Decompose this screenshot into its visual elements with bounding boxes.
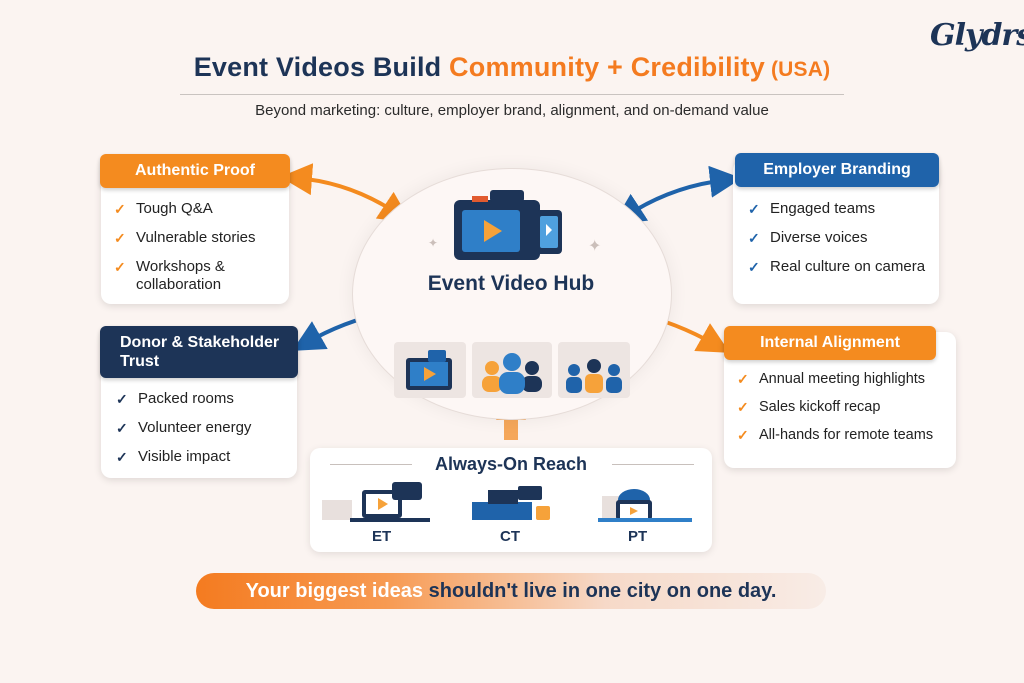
title-divider (180, 94, 844, 95)
check-icon: ✓ (116, 391, 128, 407)
sparkle-icon: ✦ (588, 238, 602, 255)
check-icon: ✓ (116, 449, 128, 465)
arrow-employer-hub (612, 165, 742, 225)
list-item: ✓Visible impact (116, 448, 231, 465)
tagline-banner (196, 573, 826, 609)
list-item: ✓Diverse voices (748, 229, 868, 246)
card-internal-alignment-title: Internal Alignment (724, 326, 936, 360)
card-authentic-proof-title: Authentic Proof (100, 154, 290, 188)
timezone-pt: PT (628, 528, 648, 545)
list-item-continued: collaboration (136, 276, 222, 293)
card-donor-trust-list: ✓Packed rooms ✓Volunteer energy ✓Visible… (116, 390, 292, 477)
tagline-text: Your biggest ideas shouldn't live in one… (245, 580, 777, 602)
check-icon: ✓ (114, 259, 126, 275)
list-item: ✓Sales kickoff recap (737, 399, 881, 415)
list-item: ✓Engaged teams (748, 200, 876, 217)
timezone-et: ET (372, 528, 392, 545)
check-icon: ✓ (737, 371, 749, 387)
list-item: ✓All-hands for remote teams (737, 427, 934, 443)
hub-title: Event Video Hub (427, 272, 595, 295)
card-employer-branding-title: Employer Branding (735, 153, 939, 187)
reach-device-icons (322, 482, 692, 522)
page-subtitle: Beyond marketing: culture, employer bran… (255, 102, 769, 119)
title-part-main: Event Videos Build (193, 52, 450, 82)
video-camera-icon (454, 190, 562, 260)
check-icon: ✓ (737, 427, 749, 443)
list-item: ✓Packed rooms (116, 390, 234, 407)
timezone-ct: CT (500, 528, 520, 545)
always-on-reach-title: Always-On Reach (434, 454, 588, 474)
list-item: ✓Real culture on camera (748, 258, 926, 275)
brand-logo: Glydrs (930, 18, 1024, 53)
check-icon: ✓ (114, 230, 126, 246)
list-item: ✓Tough Q&A (114, 200, 213, 217)
hub-media-tiles (394, 342, 630, 398)
card-employer-branding-list: ✓Engaged teams ✓Diverse voices ✓Real cul… (748, 200, 938, 287)
check-icon: ✓ (114, 201, 126, 217)
list-item: ✓Annual meeting highlights (737, 371, 926, 387)
reach-title-rule-right (612, 464, 694, 465)
title-part-region: (USA) (764, 58, 831, 81)
reach-title-rule-left (330, 464, 412, 465)
check-icon: ✓ (748, 259, 760, 275)
page-title: Event Videos Build Community + Credibili… (0, 52, 1024, 83)
check-icon: ✓ (748, 201, 760, 217)
card-internal-alignment-list: ✓Annual meeting highlights ✓Sales kickof… (737, 370, 955, 455)
list-item: ✓Workshops & (114, 258, 225, 275)
title-part-highlight: Community + Credibility (449, 52, 765, 82)
card-donor-trust-title: Donor & Stakeholder Trust (100, 326, 298, 378)
check-icon: ✓ (116, 420, 128, 436)
list-item: ✓Vulnerable stories (114, 229, 256, 246)
arrow-authentic-hub (280, 163, 412, 223)
check-icon: ✓ (737, 399, 749, 415)
check-icon: ✓ (748, 230, 760, 246)
sparkle-icon: ✦ (428, 236, 439, 250)
card-authentic-proof-list: ✓Tough Q&A ✓Vulnerable stories ✓Workshop… (114, 200, 284, 305)
list-item: ✓Volunteer energy (116, 419, 252, 436)
